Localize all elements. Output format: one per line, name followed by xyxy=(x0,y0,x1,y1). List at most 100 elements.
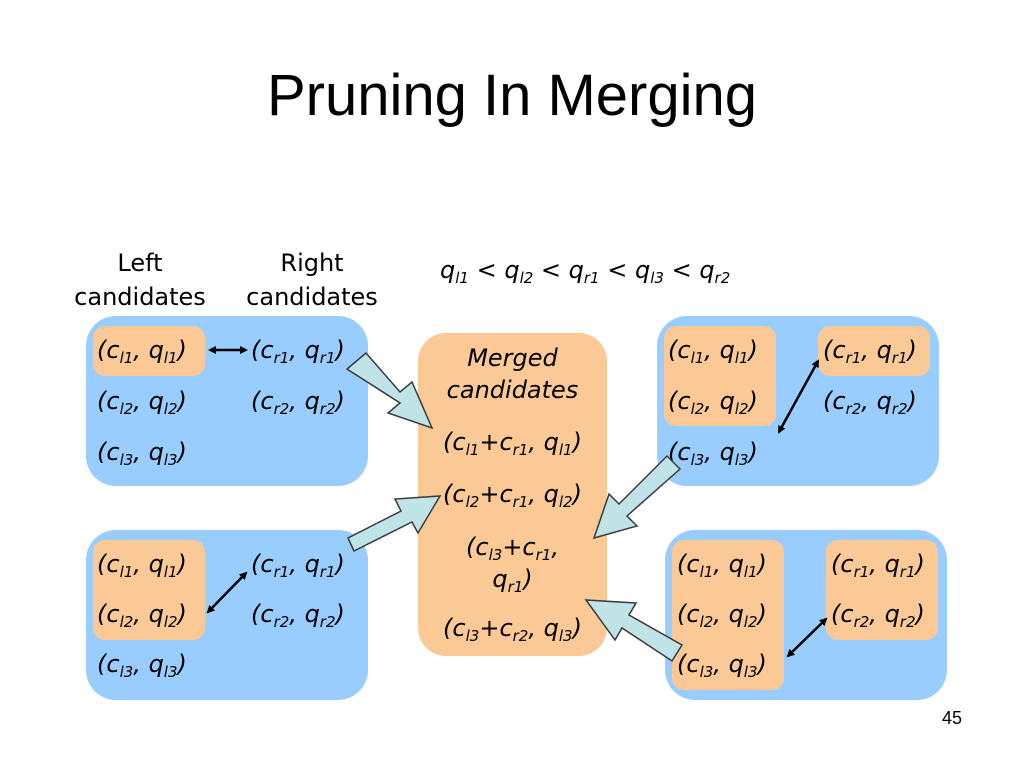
pair-symbol: c xyxy=(260,336,274,364)
pair-symbol: c xyxy=(106,550,120,578)
pair-symbol: q xyxy=(728,550,744,578)
pair-symbol: q xyxy=(148,550,164,578)
subscript: r1 xyxy=(583,269,600,287)
pair-symbol: r1 xyxy=(319,563,336,581)
header-line: Right xyxy=(280,249,344,277)
pair-symbol: c xyxy=(677,336,691,364)
merged-symbol: l2 xyxy=(465,493,480,511)
slide-title: Pruning In Merging xyxy=(266,63,758,128)
candidate-pair-l3: (cl3, ql3) xyxy=(668,438,758,469)
block-arrow-icon xyxy=(592,454,682,540)
candidate-pair-l3: (cl3, ql3) xyxy=(97,438,187,469)
merged-item: (cl1+cr1, ql1) xyxy=(443,428,582,459)
pair-symbol: q xyxy=(884,550,900,578)
merged-item-cont: qr1) xyxy=(492,565,533,596)
pair-symbol: c xyxy=(686,550,700,578)
pair-symbol: c xyxy=(106,438,120,466)
pair-symbol: l1 xyxy=(163,349,178,367)
pair-symbol: l3 xyxy=(743,663,758,681)
pair-symbol: r1 xyxy=(853,563,870,581)
pair-symbol: c xyxy=(106,336,120,364)
pair-symbol: l2 xyxy=(690,400,705,418)
merged-symbol: l1 xyxy=(558,441,573,459)
pair-symbol: l3 xyxy=(119,663,134,681)
candidate-pair-l2: (cl2, ql2) xyxy=(97,387,187,418)
pair-symbol: r1 xyxy=(899,563,916,581)
highlight xyxy=(664,326,776,426)
pair-symbol: r1 xyxy=(319,349,336,367)
header-line: candidates xyxy=(74,283,206,311)
merged-symbol: c xyxy=(499,428,513,456)
merged-item: (cl2+cr1, ql2) xyxy=(443,480,582,511)
candidate-pair-r1: (cr1, qr1) xyxy=(251,336,345,367)
candidate-pair-r2: (cr2, qr2) xyxy=(251,600,345,631)
pair-symbol: l3 xyxy=(119,451,134,469)
candidate-pair-l1: (cl1, ql1) xyxy=(668,336,758,367)
q-symbol: q xyxy=(699,256,715,284)
merged-symbol: l3 xyxy=(465,627,480,645)
candidate-pair-r2: (cr2, qr2) xyxy=(251,387,345,418)
highlight xyxy=(93,326,205,376)
pair-symbol: r2 xyxy=(899,613,916,631)
pair-symbol: l1 xyxy=(119,349,134,367)
highlight xyxy=(826,540,938,640)
pair-symbol: l1 xyxy=(699,563,714,581)
pair-symbol: q xyxy=(876,387,892,415)
pair-symbol: r2 xyxy=(853,613,870,631)
pair-symbol: l2 xyxy=(119,613,134,631)
candidate-pair-r2: (cr2, qr2) xyxy=(831,600,925,631)
pair-symbol: l1 xyxy=(119,563,134,581)
pair-symbol: l1 xyxy=(690,349,705,367)
pair-symbol: l3 xyxy=(734,451,749,469)
merged-symbol: c xyxy=(452,614,466,642)
pair-symbol: q xyxy=(719,387,735,415)
pair-symbol: q xyxy=(876,336,892,364)
q-ordering: ql1 < ql2 < qr1 < ql3 < qr2 xyxy=(440,256,730,287)
pair-symbol: q xyxy=(148,336,164,364)
pair-symbol: l2 xyxy=(743,613,758,631)
pair-symbol: l3 xyxy=(690,451,705,469)
highlight xyxy=(818,326,930,376)
pair-symbol: c xyxy=(840,550,854,578)
header-line: candidates xyxy=(246,283,378,311)
pair-symbol: q xyxy=(148,600,164,628)
pair-symbol: c xyxy=(677,438,691,466)
lt-sign: < xyxy=(468,256,505,284)
right-candidates-header: Right candidates xyxy=(240,246,384,314)
left-candidates-header: Left candidates xyxy=(70,246,210,314)
merged-symbol: r1 xyxy=(507,578,524,596)
candidate-pair-r2: (cr2, qr2) xyxy=(823,387,917,418)
pair-symbol: q xyxy=(719,438,735,466)
merged-symbol: q xyxy=(543,428,559,456)
subscript: l1 xyxy=(455,269,469,287)
pair-symbol: q xyxy=(148,438,164,466)
pair-symbol: q xyxy=(304,550,320,578)
pair-symbol: l2 xyxy=(163,613,178,631)
merged-item: (cl3+cr2, ql3) xyxy=(443,614,582,645)
pair-symbol: r1 xyxy=(273,563,290,581)
block-arrow-icon xyxy=(584,599,684,663)
pair-symbol: r2 xyxy=(891,400,908,418)
pair-symbol: c xyxy=(260,387,274,415)
merged-symbol: l1 xyxy=(465,441,480,459)
merged-symbol: l3 xyxy=(558,627,573,645)
merged-symbol: c xyxy=(475,533,489,561)
pair-symbol: r1 xyxy=(891,349,908,367)
merged-symbol: r1 xyxy=(512,493,529,511)
candidate-pair-l3: (cl3, ql3) xyxy=(97,650,187,681)
merged-candidates-box xyxy=(418,333,607,656)
pair-symbol: l3 xyxy=(163,663,178,681)
page-number: 45 xyxy=(941,708,962,728)
pair-symbol: l2 xyxy=(734,400,749,418)
pair-symbol: l1 xyxy=(734,349,749,367)
merged-symbol: q xyxy=(492,565,508,593)
pair-symbol: q xyxy=(728,600,744,628)
pair-symbol: c xyxy=(260,550,274,578)
pair-symbol: q xyxy=(148,650,164,678)
merged-symbol: c xyxy=(499,614,513,642)
candidate-pair-l2: (cl2, ql2) xyxy=(668,387,758,418)
candidate-pair-l2: (cl2, ql2) xyxy=(677,600,767,631)
pair-symbol: r2 xyxy=(319,400,336,418)
candidate-pair-r1: (cr1, qr1) xyxy=(251,550,345,581)
